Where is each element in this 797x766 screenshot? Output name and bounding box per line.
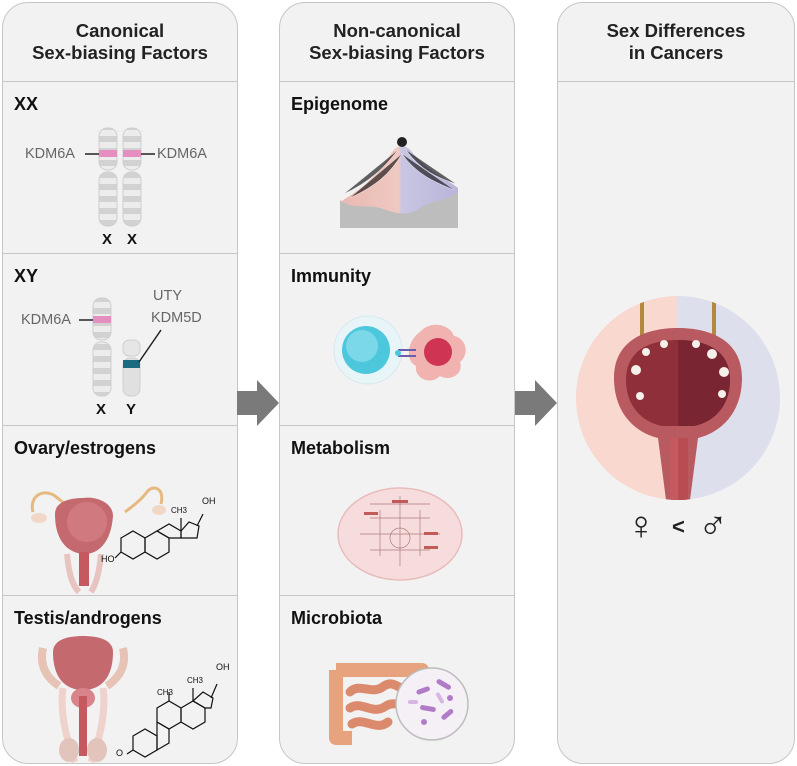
cancers-header: Sex Differences in Cancers bbox=[558, 3, 794, 81]
bladder-illustration bbox=[576, 296, 780, 500]
cancers-column: Sex Differences in Cancers bbox=[557, 2, 795, 764]
uty-label: UTY bbox=[153, 288, 182, 304]
male-reproductive-illustration bbox=[38, 636, 218, 763]
xx-title: XX bbox=[14, 94, 39, 114]
arrow-right-icon-1 bbox=[237, 380, 279, 426]
kdm6a-right-label: KDM6A bbox=[157, 146, 207, 162]
cancers-title-line1: Sex Differences bbox=[606, 20, 746, 41]
xx-chromosomes bbox=[85, 127, 155, 227]
immunity-title: Immunity bbox=[291, 266, 372, 286]
xx-label-a: X bbox=[102, 231, 113, 248]
kdm6a-xy-label: KDM6A bbox=[21, 312, 71, 328]
testosterone-oh-label: OH bbox=[216, 662, 230, 672]
xy-label-x: X bbox=[96, 401, 107, 418]
xx-section: XX KDM6A KDM6A X X bbox=[3, 81, 237, 254]
testosterone-o-label: O bbox=[116, 748, 124, 758]
less-than-sign: < bbox=[672, 514, 685, 539]
cancers-body: ♀ < ♂ bbox=[558, 81, 794, 763]
testosterone-structure bbox=[126, 683, 218, 758]
canonical-column: Canonical Sex-biasing Factors XX bbox=[2, 2, 238, 764]
metabolism-title: Metabolism bbox=[291, 438, 391, 458]
microbiota-section: Microbiota bbox=[280, 595, 514, 763]
testis-section: Testis/androgens OH CH3 CH3 O bbox=[3, 595, 237, 763]
epigenome-title: Epigenome bbox=[291, 94, 389, 114]
noncanonical-title-line1: Non-canonical bbox=[333, 20, 461, 41]
epigenome-section: Epigenome bbox=[280, 81, 514, 254]
xy-title: XY bbox=[14, 266, 39, 286]
immune-cells-illustration bbox=[333, 315, 466, 385]
canonical-title-line1: Canonical bbox=[75, 20, 165, 41]
canonical-header: Canonical Sex-biasing Factors bbox=[3, 3, 237, 81]
immunity-section: Immunity bbox=[280, 253, 514, 426]
noncanonical-header: Non-canonical Sex-biasing Factors bbox=[280, 3, 514, 81]
xy-label-y: Y bbox=[126, 401, 137, 418]
microbiota-title: Microbiota bbox=[291, 608, 383, 628]
cancers-title-line2: in Cancers bbox=[628, 42, 724, 63]
x-chromosome-b bbox=[122, 127, 142, 227]
arrow-right-icon-2 bbox=[515, 380, 557, 426]
female-symbol: ♀ bbox=[626, 504, 656, 548]
epigenetic-landscape-illustration bbox=[340, 137, 458, 228]
gut-microbiota-illustration bbox=[329, 663, 469, 745]
xy-section: XY KDM6A UTY KDM5D X Y bbox=[3, 253, 237, 426]
female-reproductive-illustration bbox=[30, 486, 204, 595]
estradiol-ch3-label: CH3 bbox=[171, 506, 188, 515]
xx-label-b: X bbox=[127, 231, 138, 248]
xy-chromosomes bbox=[79, 297, 162, 397]
testis-title: Testis/androgens bbox=[14, 608, 162, 628]
kdm5d-label: KDM5D bbox=[151, 310, 202, 326]
noncanonical-column: Non-canonical Sex-biasing Factors Epigen… bbox=[279, 2, 515, 764]
ovary-section: Ovary/estrogens OH CH3 HO bbox=[3, 425, 237, 596]
y-chromosome bbox=[122, 339, 141, 397]
testosterone-ch3-a-label: CH3 bbox=[187, 676, 204, 685]
kdm6a-left-label: KDM6A bbox=[25, 146, 75, 162]
ovary-title: Ovary/estrogens bbox=[14, 438, 157, 458]
x-chromosome-a bbox=[98, 127, 118, 227]
canonical-title-line2: Sex-biasing Factors bbox=[32, 42, 208, 63]
estradiol-structure bbox=[114, 513, 204, 560]
metabolism-section: Metabolism bbox=[280, 425, 514, 596]
testosterone-ch3-b-label: CH3 bbox=[157, 688, 174, 697]
noncanonical-title-line2: Sex-biasing Factors bbox=[309, 42, 485, 63]
estradiol-oh-label: OH bbox=[202, 496, 216, 506]
x-chromosome bbox=[92, 297, 112, 397]
estradiol-ho-label: HO bbox=[101, 554, 115, 564]
metabolic-pathway-illustration bbox=[337, 487, 463, 581]
male-symbol: ♂ bbox=[698, 504, 728, 548]
